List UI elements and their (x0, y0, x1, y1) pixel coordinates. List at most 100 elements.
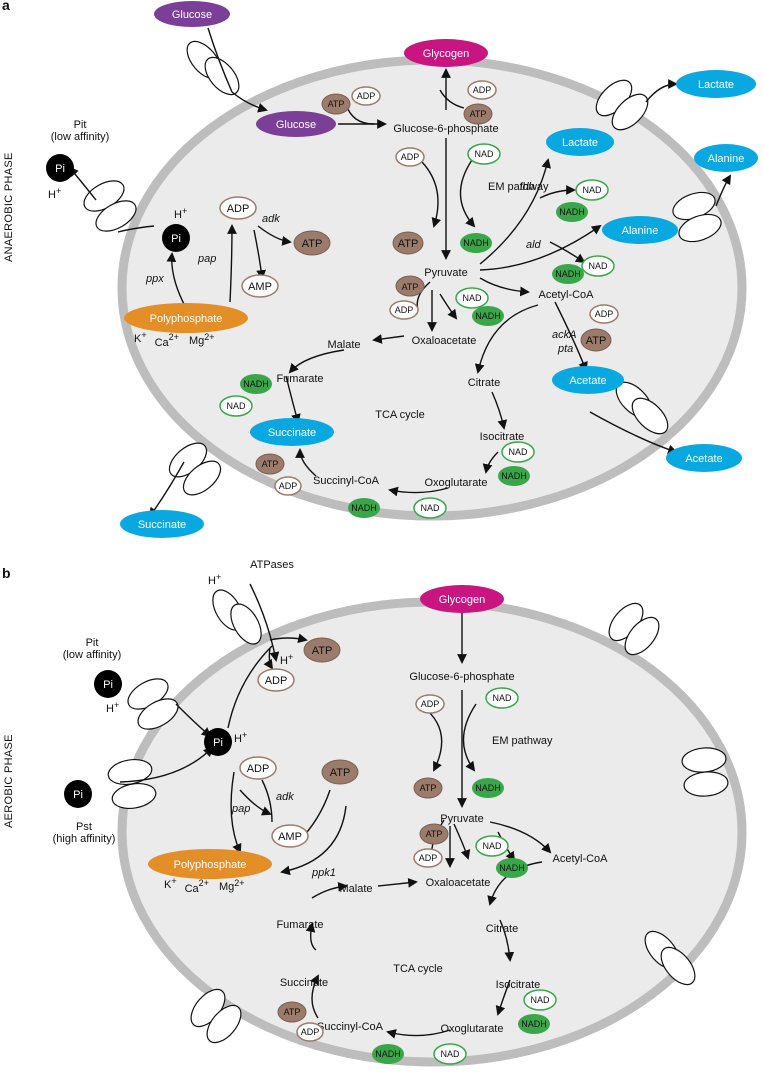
em-pathway-a: EM pathway (488, 181, 549, 193)
ald-label: ald (526, 239, 542, 251)
h-plus-1-b: H+ (208, 572, 221, 587)
succinate-external (120, 510, 204, 538)
svg-text:NADH: NADH (243, 379, 269, 389)
malate-b: Malate (339, 883, 372, 895)
acetate-internal-label: Acetate (569, 375, 606, 387)
pyruvate-b: Pyruvate (440, 813, 483, 825)
ldh-label: ldh (520, 181, 535, 193)
alanine-internal (602, 216, 678, 244)
pap-label-a: pap (197, 253, 216, 265)
oxoglutarate-b: Oxoglutarate (441, 1023, 504, 1035)
glucose-internal-label: Glucose (276, 119, 316, 131)
atp-a7-label: ATP (262, 459, 279, 469)
glucose-external-label: Glucose (172, 9, 212, 21)
succinate-b: Succinate (280, 977, 328, 989)
panel-b-letter: b (2, 565, 11, 581)
h-plus-2-b: H+ (280, 652, 293, 667)
svg-text:NADH: NADH (375, 1049, 401, 1059)
citrate-b: Citrate (486, 923, 518, 935)
svg-text:ATP: ATP (284, 1007, 301, 1017)
svg-text:ADP: ADP (357, 91, 376, 101)
svg-text:ADP: ADP (401, 152, 420, 162)
pit-affinity-label-b: (low affinity) (63, 649, 121, 661)
pathway-arrows-b (119, 583, 552, 1039)
pap-label-b: pap (231, 803, 250, 815)
svg-text:ADP: ADP (227, 203, 250, 215)
fumarate-b: Fumarate (276, 919, 323, 931)
atp-a6 (580, 328, 612, 352)
panel-b: b AEROBIC PHASE (2, 559, 747, 1067)
svg-text:ATP: ATP (312, 645, 333, 657)
anaerobic-phase-label: ANAEROBIC PHASE (3, 152, 15, 262)
svg-text:ADP: ADP (595, 309, 614, 319)
h-plus-ext-a: H+ (48, 186, 61, 201)
svg-text:NAD: NAD (588, 261, 608, 271)
atpases-label: ATPases (250, 559, 294, 571)
adp-badges-a: ADP ADP ADP ADP ADP AMP ADP ADP (219, 80, 619, 496)
alanine-external-label: Alanine (708, 153, 745, 165)
svg-text:NAD: NAD (530, 995, 550, 1005)
svg-text:NAD: NAD (508, 447, 528, 457)
svg-text:ADP: ADP (279, 481, 298, 491)
svg-text:NADH: NADH (555, 269, 581, 279)
atp-a5-label: ATP (302, 238, 323, 250)
pit-transporter-b (127, 678, 179, 730)
glycogen-a (404, 39, 488, 67)
acetyl-coa-b: Acetyl-CoA (552, 853, 608, 865)
g6p-b: Glucose-6-phosphate (409, 671, 514, 683)
acetate-external (666, 444, 742, 472)
svg-text:ADP: ADP (265, 675, 288, 687)
atp-a6-label: ATP (586, 335, 607, 347)
svg-text:NAD: NAD (474, 149, 494, 159)
atp-a1-label: ATP (328, 99, 345, 109)
alanine-external (694, 144, 758, 172)
svg-text:NADH: NADH (521, 1019, 547, 1029)
glucose-internal (256, 111, 336, 137)
polyphosphate-b-label: Polyphosphate (174, 859, 247, 871)
lactate-external-label: Lactate (698, 79, 734, 91)
svg-text:AMP: AMP (278, 831, 302, 843)
ppk1-label: ppk1 (311, 867, 336, 879)
polyphosphate-a-label: Polyphosphate (150, 313, 223, 325)
adp-badges-b: ADP ADP AMP ADP ADP ADP (239, 668, 445, 1042)
lactate-external (676, 70, 756, 98)
pst-transporter (107, 758, 157, 810)
acka-label: ackA (552, 329, 576, 341)
atp-a3-label: ATP (398, 238, 419, 250)
svg-text:NAD: NAD (462, 293, 482, 303)
succinyl-coa-b: Succinyl-CoA (317, 1021, 384, 1033)
svg-text:ADP: ADP (301, 1027, 320, 1037)
acetyl-coa-a: Acetyl-CoA (538, 289, 594, 301)
svg-text:ADP: ADP (473, 85, 492, 95)
nad-badges-a: NAD NAD NAD NAD NAD NAD NAD (219, 143, 615, 519)
atp-a3 (392, 231, 424, 255)
succinyl-coa-a: Succinyl-CoA (313, 475, 380, 487)
pathway-arrows-a (68, 27, 732, 518)
tca-cycle-a: TCA cycle (375, 409, 425, 421)
svg-text:NAD: NAD (582, 185, 602, 195)
pi-external-a-label: Pi (55, 163, 65, 175)
svg-text:Pi: Pi (103, 679, 113, 691)
h-plus-3-b: H+ (106, 700, 119, 715)
succinate-external-label: Succinate (138, 519, 186, 531)
acetate-internal (552, 366, 624, 394)
pit-label-b: Pit (86, 637, 99, 649)
aerobic-phase-label: AEROBIC PHASE (3, 734, 15, 828)
svg-text:NADH: NADH (501, 471, 527, 481)
isocitrate-a: Isocitrate (480, 431, 525, 443)
atp-a5 (293, 230, 331, 256)
polyphosphate-a (124, 303, 248, 333)
svg-text:Pi: Pi (73, 789, 83, 801)
lactate-internal (546, 128, 614, 156)
citrate-a: Citrate (468, 377, 500, 389)
glucose-transporter (186, 40, 240, 96)
atp-badges-b: ATP ATP ATP ATP ATP (277, 637, 449, 1023)
polyphosphate-b (148, 849, 272, 879)
oxaloacetate-b: Oxaloacetate (426, 877, 491, 889)
panel-a-letter: a (2, 0, 10, 13)
atp-a7 (255, 453, 285, 475)
g6p-a: Glucose-6-phosphate (393, 123, 498, 135)
alanine-transporter (672, 191, 722, 243)
pit-transporter-a (83, 180, 137, 232)
